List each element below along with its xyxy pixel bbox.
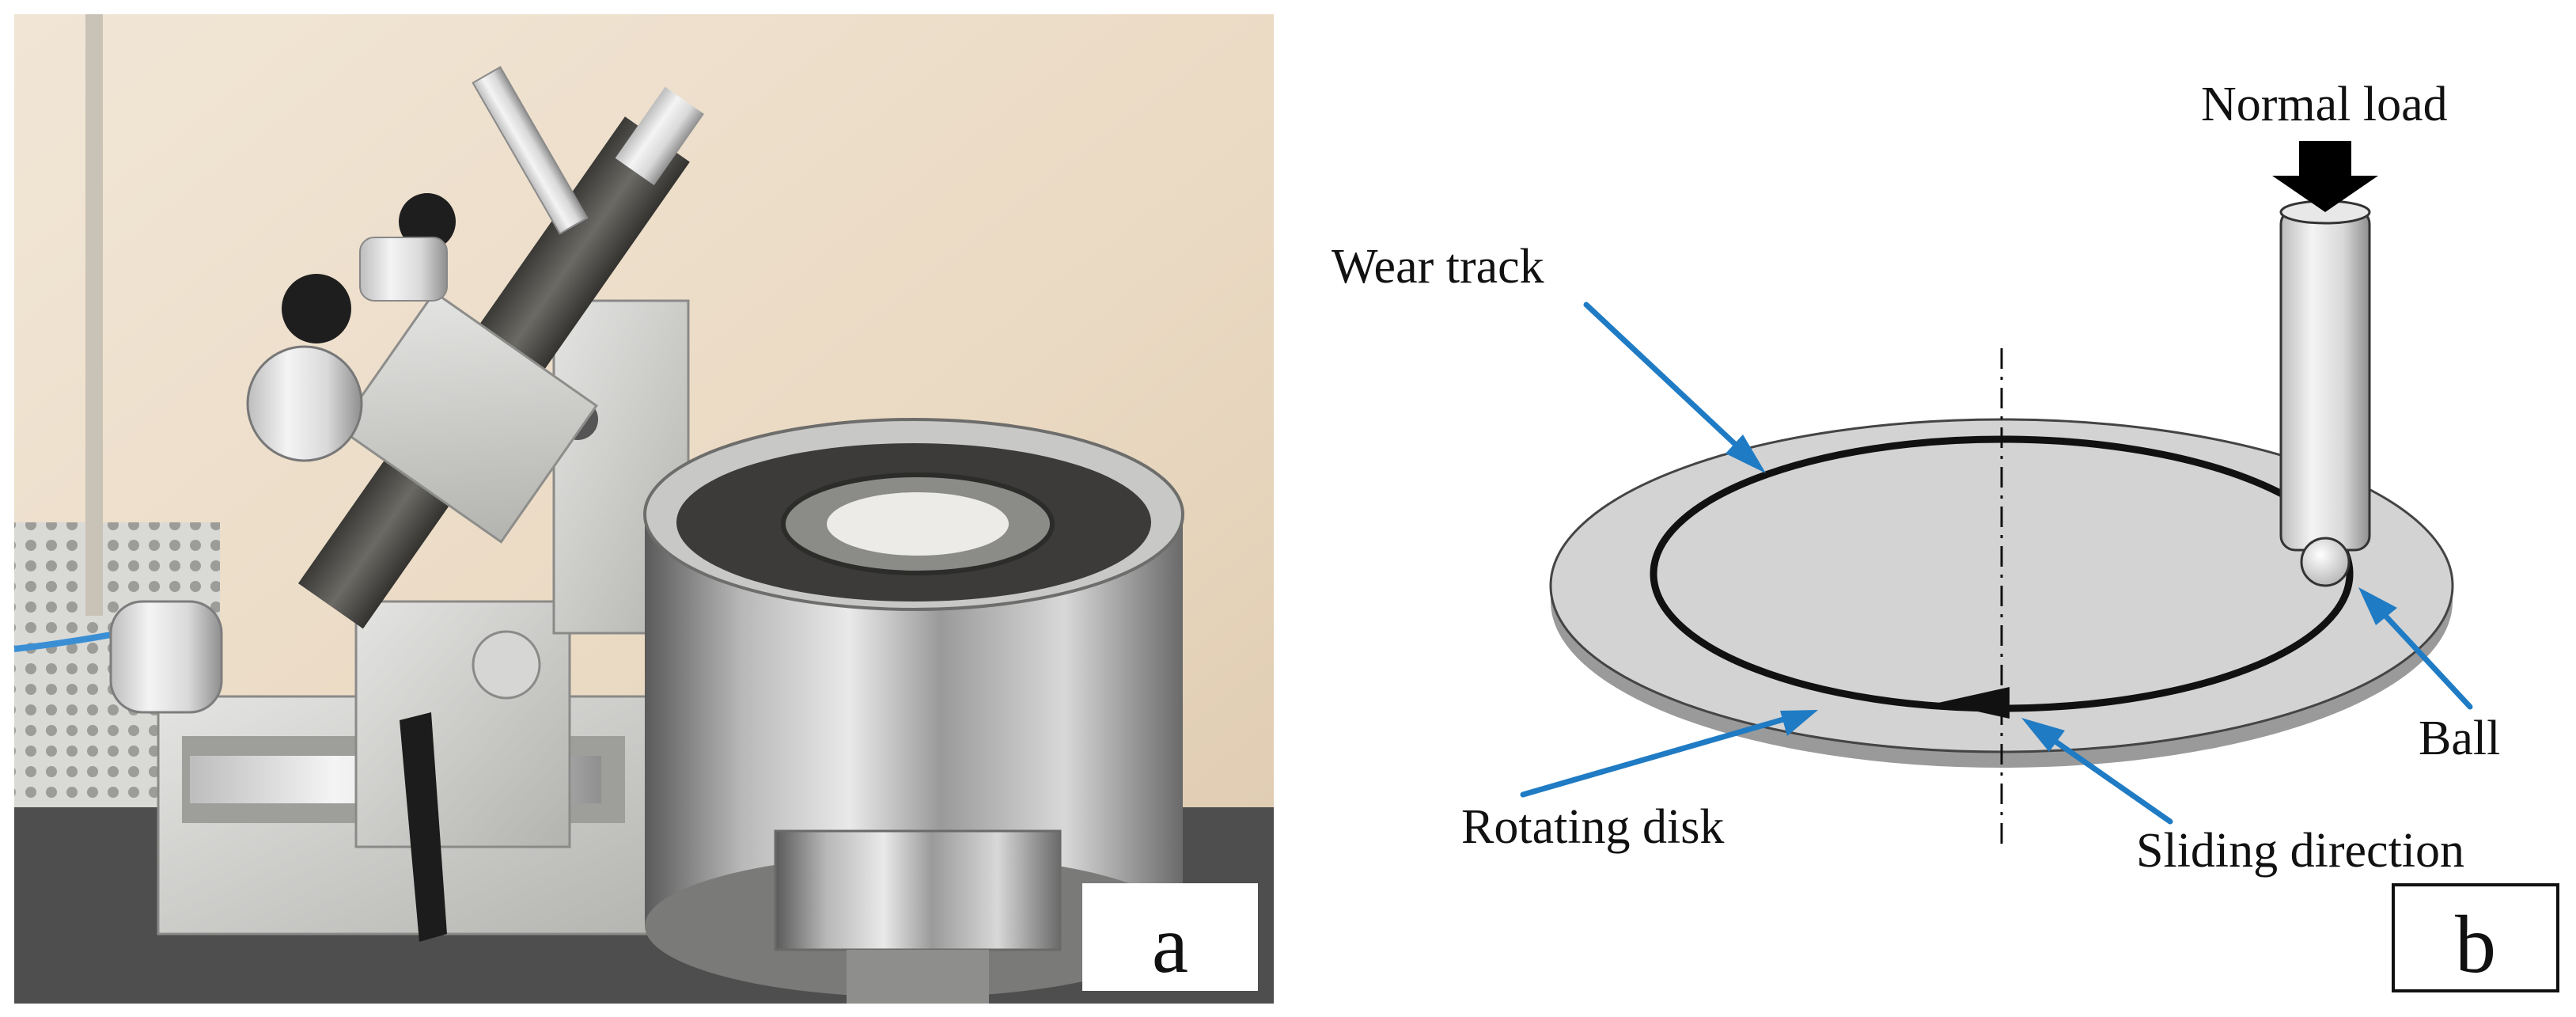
clamp-lever: [400, 712, 447, 942]
black-knob-lower: [282, 274, 351, 343]
front-holder: [774, 829, 1062, 951]
sliding-direction-label: Sliding direction: [2136, 824, 2464, 878]
front-holder-base: [847, 950, 989, 1004]
adjust-knob: [109, 600, 223, 714]
rotating-disk-leader: [1520, 713, 1798, 798]
ball-label: Ball: [2419, 712, 2500, 765]
wear-track-leader: [1583, 302, 1752, 460]
panel-a-photo: [13, 14, 1274, 1004]
sliding-direction-leader: [2039, 729, 2173, 825]
pin-holder: [2279, 208, 2371, 552]
rotating-disk-leader-head: [1780, 710, 1818, 736]
ball-leader-head: [2358, 587, 2397, 625]
clamp-cap: [472, 630, 541, 700]
wear-track-leader-head: [1726, 435, 1766, 473]
wear-track-label: Wear track: [1332, 240, 1544, 294]
sliding-direction-arrowhead: [1938, 687, 2010, 719]
counterweight: [359, 237, 448, 302]
black-knob-upper: [399, 193, 456, 250]
weight-disc: [246, 345, 363, 462]
tilted-arm-assembly: [297, 86, 704, 629]
panel-b-schematic: Wear track Normal load Ball Rotating dis…: [1332, 78, 2500, 878]
ball-leader: [2372, 601, 2473, 710]
normal-load-label: Normal load: [2201, 78, 2448, 131]
rotating-disk-label: Rotating disk: [1461, 800, 1724, 854]
background-rod: [85, 14, 103, 616]
panel-b-label: b: [2455, 899, 2496, 990]
arm-carriage: [337, 290, 598, 544]
t-handle: [472, 66, 589, 235]
arm-end: [615, 86, 704, 186]
cup-center: [827, 492, 1009, 556]
clamp-block: [354, 600, 571, 848]
panel-b-label-box: [2392, 883, 2559, 992]
ball: [2300, 537, 2351, 587]
panel-a-label-box: [1082, 883, 1258, 991]
sliding-direction-leader-head: [2021, 718, 2065, 752]
panel-a-label: a: [1152, 899, 1188, 990]
normal-load-arrow: [2272, 141, 2378, 212]
